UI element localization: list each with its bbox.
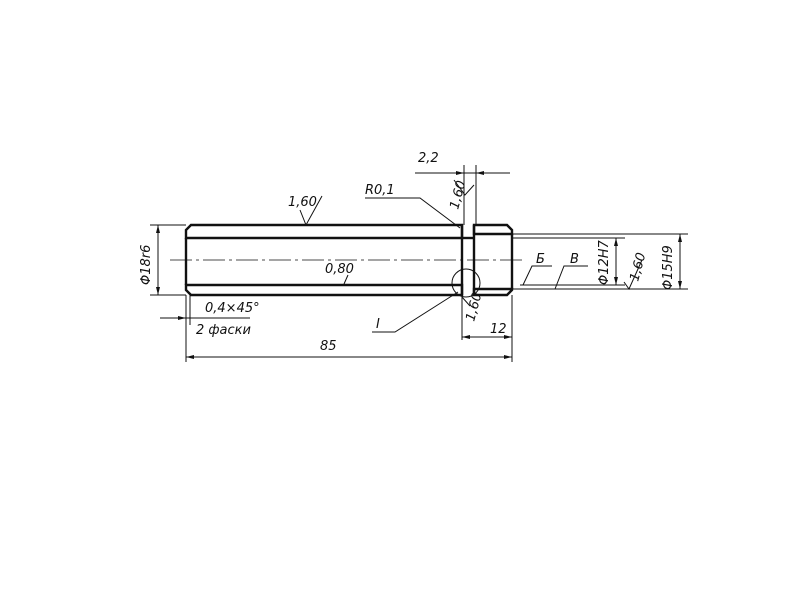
roughness-outer: 1,60 (288, 195, 323, 227)
svg-text:1,60: 1,60 (447, 179, 469, 211)
svg-text:Φ15H9: Φ15H9 (661, 245, 676, 290)
outer-diameter-dim: Φ18r6 (139, 224, 186, 296)
svg-text:1,60: 1,60 (288, 195, 317, 210)
svg-text:0,80: 0,80 (325, 262, 354, 277)
svg-text:1,60: 1,60 (463, 291, 485, 323)
length-dim: 85 (185, 295, 513, 362)
groove-width-dim: 2,2 (415, 151, 510, 225)
svg-text:Φ12H7: Φ12H7 (597, 239, 612, 285)
detail-circle (451, 268, 481, 298)
svg-text:2,2: 2,2 (418, 151, 439, 166)
radius-label: R0,1 (365, 183, 395, 198)
svg-text:Φ18r6: Φ18r6 (139, 245, 154, 285)
bore-diameter-dim: Φ12H7 (512, 237, 625, 286)
detail-label: I (376, 317, 380, 332)
svg-text:1,60: 1,60 (627, 251, 649, 283)
svg-text:0,4×45°: 0,4×45° (205, 301, 260, 316)
svg-text:12: 12 (490, 322, 507, 337)
surface-v-label: В (570, 252, 579, 267)
roughness-groove-top: 1,60 (447, 179, 475, 211)
roughness-counterbore: 1,60 (623, 251, 649, 290)
chamfer-note: 0,4×45° 2 фаски (160, 295, 260, 338)
counterbore-length-dim: 12 (461, 295, 512, 340)
roughness-groove-bottom: 1,60 (461, 291, 485, 323)
surface-b-label: Б (536, 252, 545, 267)
roughness-bore: 0,80 (325, 262, 354, 285)
svg-text:2 фаски: 2 фаски (196, 323, 251, 338)
svg-text:85: 85 (320, 339, 337, 354)
counterbore-diameter-dim: Φ15H9 (512, 233, 688, 290)
